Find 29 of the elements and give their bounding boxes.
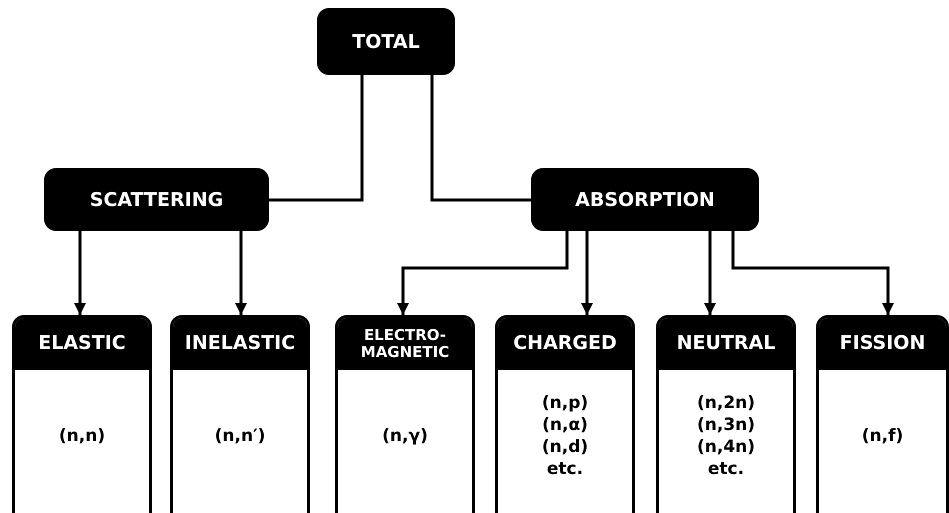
card-header: ELASTIC [15,318,149,370]
category-box: TOTAL [317,8,455,75]
reaction-list: (n,γ) [382,424,428,448]
card-header: INELASTIC [173,318,307,370]
arrow [581,231,593,315]
arrow [74,231,86,315]
arrow [732,231,894,315]
arrow [235,231,247,315]
connector-line [269,75,364,202]
reaction-list: (n,f) [862,424,904,448]
arrow [704,231,716,315]
card-header: NEUTRAL [659,318,793,370]
card-header: FISSION [819,318,946,370]
category-box: SCATTERING [44,168,269,231]
reaction-card [816,315,949,513]
connector-line [430,75,531,202]
card-header: CHARGED [498,318,632,370]
reaction-card [656,315,796,513]
reaction-card [12,315,152,513]
reaction-card [495,315,635,513]
reaction-list: (n,2n) (n,3n) (n,4n) etc. [696,392,756,480]
reaction-list: (n,n′) [214,424,266,448]
category-box: ABSORPTION [531,168,759,231]
reaction-card [170,315,310,513]
reaction-card [335,315,475,513]
reaction-list: (n,p) (n,α) (n,d) etc. [542,392,588,480]
arrow [397,231,568,315]
reaction-list: (n,n) [58,424,106,448]
card-header: ELECTRO- MAGNETIC [338,318,472,370]
